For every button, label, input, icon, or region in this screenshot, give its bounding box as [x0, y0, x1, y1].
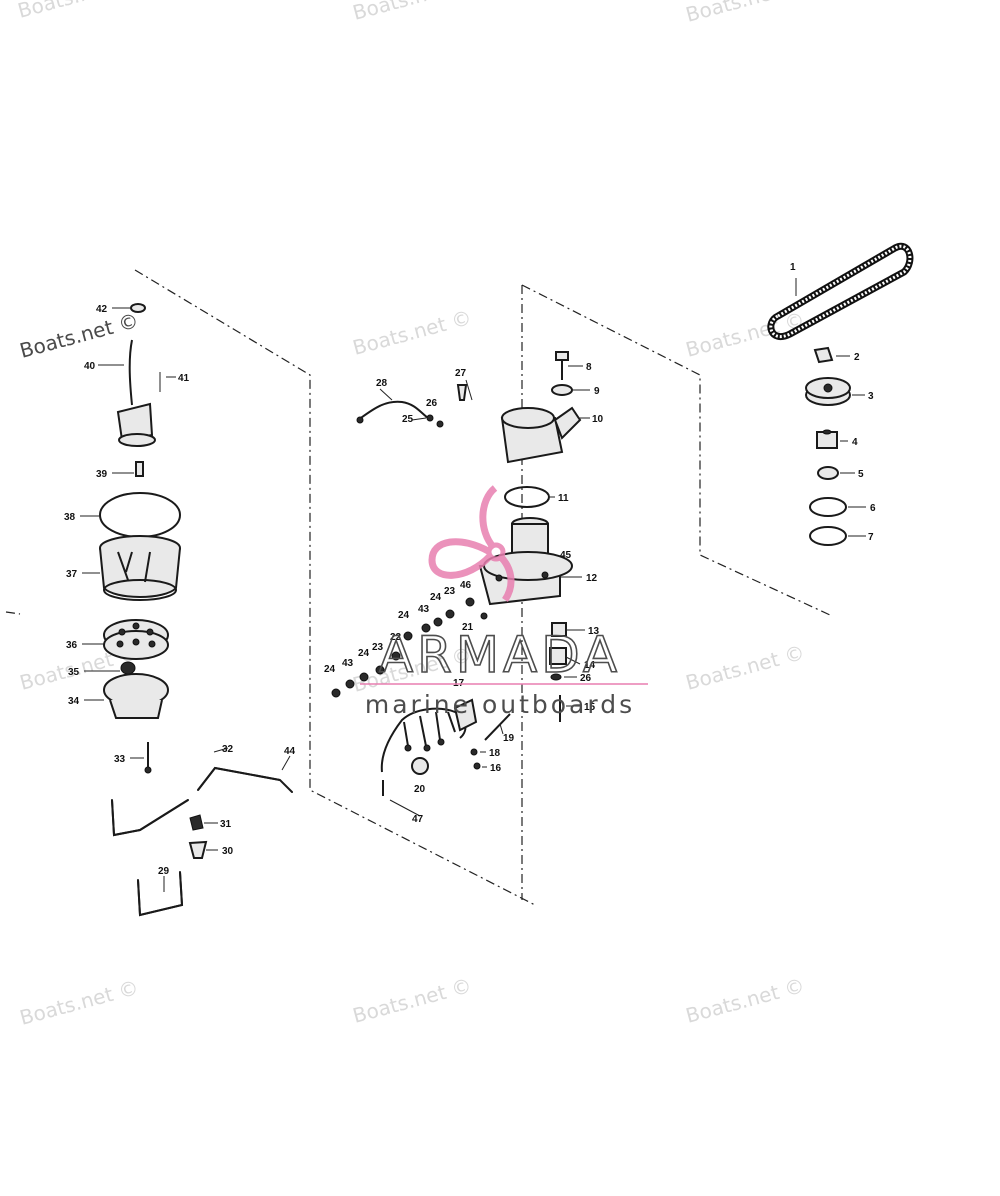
callout-34: 34 — [68, 696, 80, 707]
callout-38: 38 — [64, 512, 76, 523]
callout-21: 21 — [462, 622, 474, 633]
watermark: Boats.net © — [17, 975, 141, 1030]
logo-tagline: marine outboards — [365, 690, 635, 719]
callout-7: 7 — [868, 532, 874, 543]
watermark: Boats.net © — [350, 305, 474, 360]
callout-42: 42 — [96, 304, 108, 315]
watermark: Boats.net © — [350, 973, 474, 1028]
callout-23b: 23 — [372, 642, 384, 653]
callout-24d: 24 — [324, 664, 336, 675]
callout-24c: 24 — [358, 648, 370, 659]
callout-2: 2 — [854, 352, 860, 363]
callout-30: 30 — [222, 846, 234, 857]
callout-41: 41 — [178, 373, 190, 384]
callout-28: 28 — [376, 378, 388, 389]
callout-26a: 26 — [426, 398, 438, 409]
callout-11: 11 — [558, 493, 569, 504]
callout-26b: 26 — [580, 673, 592, 684]
callout-24a: 24 — [430, 592, 442, 603]
callout-6: 6 — [870, 503, 876, 514]
callout-46: 46 — [460, 580, 472, 591]
armada-logo: ARMADA marine outboards — [360, 485, 648, 719]
callout-24b: 24 — [398, 610, 410, 621]
callout-20: 20 — [414, 784, 426, 795]
callout-23a: 23 — [444, 586, 456, 597]
callout-40: 40 — [84, 361, 96, 372]
watermark: Boats.net © — [683, 973, 807, 1028]
callout-8: 8 — [586, 362, 592, 373]
watermark: Boats.net © — [683, 640, 807, 695]
callout-16: 16 — [490, 763, 502, 774]
callout-13: 13 — [588, 626, 600, 637]
callout-3: 3 — [868, 391, 874, 402]
callout-5: 5 — [858, 469, 864, 480]
callout-44: 44 — [284, 746, 296, 757]
callout-32: 32 — [222, 744, 234, 755]
callout-19: 19 — [503, 733, 515, 744]
watermark: Boats.net © — [15, 0, 139, 23]
callout-12: 12 — [586, 573, 598, 584]
callout-43b: 43 — [342, 658, 354, 669]
callout-10: 10 — [592, 414, 604, 425]
callout-1: 1 — [790, 262, 796, 273]
left-assembly — [99, 303, 293, 917]
right-assembly — [767, 242, 914, 546]
logo-brand: ARMADA — [379, 626, 621, 684]
callout-25: 25 — [402, 414, 414, 425]
callout-35: 35 — [68, 667, 80, 678]
callout-29: 29 — [158, 866, 170, 877]
callout-9: 9 — [594, 386, 600, 397]
callout-22: 22 — [390, 632, 402, 643]
watermark: Boats.net © — [350, 0, 474, 25]
callout-45: 45 — [560, 550, 572, 561]
propeller-icon — [428, 485, 515, 602]
callout-27: 27 — [455, 368, 467, 379]
center-assembly — [331, 351, 582, 817]
watermark: Boats.net © — [683, 0, 807, 27]
callout-43a: 43 — [418, 604, 430, 615]
callout-numbers: 1 2 3 4 5 6 7 8 9 10 11 12 13 14 15 16 1… — [64, 262, 876, 877]
callout-47: 47 — [412, 814, 424, 825]
callout-39: 39 — [96, 469, 108, 480]
callout-36: 36 — [66, 640, 78, 651]
callout-37: 37 — [66, 569, 78, 580]
leader-lines — [80, 278, 866, 892]
watermark-layer: Boats.net © Boats.net © Boats.net © Boat… — [15, 0, 807, 1030]
callout-18: 18 — [489, 748, 501, 759]
callout-33: 33 — [114, 754, 126, 765]
callout-4: 4 — [852, 437, 858, 448]
watermark: Boats.net © — [17, 308, 141, 363]
callout-14: 14 — [584, 660, 596, 671]
callout-15: 15 — [584, 702, 596, 713]
callout-31: 31 — [220, 819, 232, 830]
